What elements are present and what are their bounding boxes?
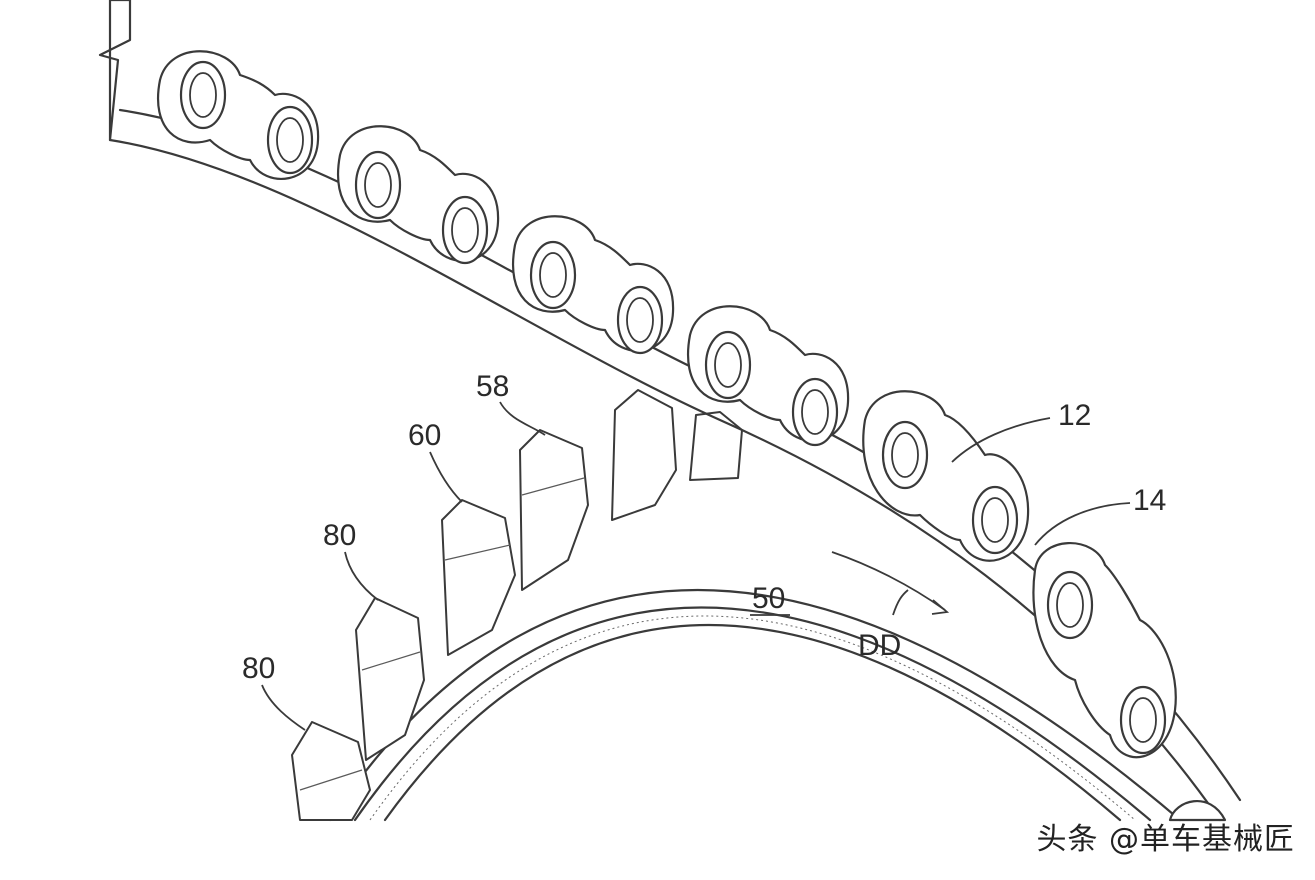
sprocket-ring: [328, 588, 1182, 822]
tooth-58: [519, 429, 589, 591]
leader-80-upper: [344, 551, 379, 601]
ref-label-80-lower: 80: [242, 652, 275, 685]
tooth-80-lower: [291, 721, 371, 821]
chain-link: [1032, 542, 1177, 759]
reference-labels: 58 60 80 80 12 14 50 DD: [242, 370, 1166, 731]
sprocket-teeth: [291, 389, 743, 821]
ref-label-12: 12: [1058, 399, 1091, 432]
leader-80-lower: [261, 684, 306, 731]
leader-dd: [892, 589, 909, 616]
direction-arrow-dd: [831, 551, 946, 611]
chain-link: [337, 125, 500, 265]
leader-58: [499, 401, 546, 436]
ref-label-80-upper: 80: [323, 519, 356, 552]
tooth-80-upper: [355, 597, 425, 761]
leader-14: [1034, 502, 1131, 546]
chain-link: [687, 305, 850, 447]
ref-label-58: 58: [476, 370, 509, 403]
ref-label-dd: DD: [858, 629, 901, 662]
chain-cut-end: [98, 0, 132, 142]
chain-link: [512, 215, 675, 355]
chain-link: [157, 50, 320, 181]
ref-label-50: 50: [752, 582, 785, 615]
chain-link-partial: [1168, 800, 1227, 822]
watermark-text: 头条 @单车基械匠: [1036, 822, 1295, 857]
tooth-right: [689, 411, 743, 481]
arrow-head-dd: [931, 599, 950, 615]
tooth-mid: [611, 389, 677, 521]
tooth-60: [441, 499, 516, 656]
ref-label-60: 60: [408, 419, 441, 452]
leader-12: [951, 417, 1051, 463]
leader-60: [429, 451, 463, 503]
ref-label-14: 14: [1133, 484, 1166, 517]
bicycle-chain: [98, 0, 1242, 822]
chain-link: [862, 390, 1030, 562]
